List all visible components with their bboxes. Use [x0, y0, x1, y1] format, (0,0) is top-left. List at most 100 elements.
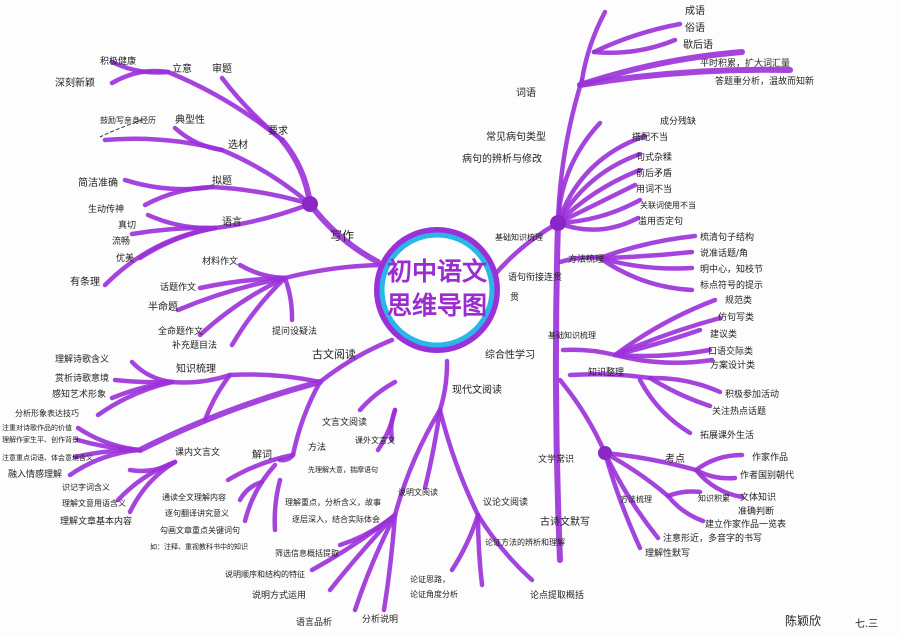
node-basics-types: 知识整理	[588, 366, 624, 378]
node-basics-coherence1: 语句衔接连贯	[508, 271, 562, 283]
node-basics-punct: 标点符号的提示	[700, 279, 763, 291]
branch-line	[555, 215, 641, 232]
node-writing-title: 写作	[330, 229, 354, 243]
branch-line	[597, 249, 695, 261]
node-classical-sentence: 理解文意用语含义	[62, 498, 126, 508]
node-classical-whole: 通读全文理解内容	[162, 492, 226, 502]
node-writing-theme: 立意	[172, 62, 192, 75]
node-modern-methods: 论证方法的辨析和理解	[485, 537, 565, 547]
node-classical-content: 理解文章基本内容	[60, 515, 132, 527]
node-basics-missing: 成分残缺	[660, 115, 696, 127]
node-basics-coherence2: 贯	[510, 292, 519, 303]
branch-line	[209, 184, 313, 207]
branch-line	[597, 255, 695, 271]
branch-line	[137, 379, 323, 453]
branch-line	[557, 377, 608, 456]
branch-line	[142, 184, 215, 208]
branches	[67, 9, 793, 613]
branch-line	[175, 275, 288, 313]
branch-line	[282, 275, 295, 323]
branch-line	[555, 151, 643, 226]
node-basics-accum: 知识积累	[698, 493, 730, 503]
branch-line	[475, 512, 535, 583]
branch-line	[202, 372, 233, 423]
node-classical-technique: 分析形象表达技巧	[15, 408, 79, 418]
node-classical-grasp: 先理解大意，揣摩语句	[308, 465, 378, 474]
node-classical-mark: 勾画文章重点关键词句	[160, 525, 240, 535]
branch-line	[555, 197, 643, 226]
literature-hub	[598, 446, 612, 460]
node-classical-translate: 逐句翻译讲究意义	[165, 508, 229, 518]
branch-line	[612, 297, 718, 358]
node-writing-sincere: 真切	[118, 219, 136, 231]
branch-line	[555, 182, 638, 226]
center-ring-outer	[374, 227, 500, 353]
branch-line	[229, 275, 288, 348]
branch-line	[602, 450, 699, 473]
node-basics-topic: 说准话题/角	[700, 247, 748, 259]
node-modern-title: 现代文阅读	[452, 383, 502, 396]
node-classical-analyze: 理解重点，分析含义，故事	[285, 497, 381, 507]
node-classical-notes: 如：注释、重视教科书中的知识	[150, 542, 248, 551]
node-classical-reading: 文言文阅读	[322, 416, 367, 428]
node-writing-material-essay: 材料作文	[202, 255, 238, 267]
node-writing-topic-essay: 话题作文	[160, 281, 196, 293]
branch-line	[242, 462, 278, 524]
node-basics-imitate: 仿句写类	[718, 311, 754, 323]
node-modern-info: 筛选信息概括提取	[275, 548, 339, 558]
node-signature-name: 陈颖欣	[785, 613, 821, 628]
branch-line	[552, 220, 563, 563]
branch-line	[282, 262, 388, 281]
node-basics-mixed: 句式杂糅	[636, 151, 672, 163]
node-classical-method: 方法	[308, 441, 326, 453]
branch-line	[102, 136, 225, 153]
node-basics-title: 基础知识梳理	[495, 232, 543, 242]
branch-line	[597, 233, 698, 261]
branch-line	[392, 407, 443, 518]
node-basics-country: 作者国别朝代	[740, 469, 794, 481]
branch-line	[591, 21, 683, 55]
branch-line	[555, 167, 643, 226]
node-basics-review: 答题重分析，温故而知新	[715, 75, 814, 87]
branch-line	[169, 372, 233, 385]
branch-line	[212, 201, 313, 231]
branch-line	[381, 512, 398, 613]
node-classical-knowledge: 知识梳理	[176, 362, 216, 375]
node-basics-mismatch: 搭配不当	[632, 131, 668, 143]
node-basics-contradict: 前后矛盾	[636, 167, 672, 179]
node-basics-points: 考点	[665, 453, 685, 465]
branch-line	[357, 379, 398, 413]
branch-line	[197, 275, 288, 338]
branch-line	[647, 375, 713, 409]
node-classical-deepen: 逐层深入，结合实际体会	[292, 514, 380, 524]
branch-line	[489, 220, 561, 281]
node-classical-in-class: 课内文言文	[175, 446, 220, 458]
node-writing-full-title: 全命题作文	[158, 325, 203, 337]
node-writing-question-method: 提问设疑法	[272, 325, 317, 337]
branch-line	[602, 450, 671, 499]
node-classical-keywords: 注意重点词语、体会意境含义	[2, 453, 93, 462]
node-classical-title: 古文阅读	[312, 347, 356, 361]
node-classical-value: 注重对诗歌作品的价值	[2, 423, 72, 432]
node-basics-judge: 准确判断	[738, 505, 774, 517]
node-basics-sick1: 常见病句类型	[486, 130, 546, 143]
node-basics-understand: 理解性默写	[645, 547, 690, 559]
node-modern-thesis: 论点提取概括	[530, 589, 584, 601]
node-modern-order: 说明顺序和结构的特征	[225, 569, 305, 579]
node-modern-ways: 说明方式运用	[252, 589, 306, 601]
node-writing-review: 审题	[212, 62, 232, 75]
branch-line	[647, 375, 723, 395]
branch-line	[102, 225, 218, 288]
branch-line	[637, 377, 693, 436]
branch-line	[693, 467, 745, 500]
branch-line	[227, 372, 323, 385]
branch-line	[389, 407, 398, 443]
branch-line	[577, 66, 793, 88]
node-modern-analysis: 分析说明	[362, 613, 398, 625]
node-classical-art-image: 感知艺术形象	[52, 388, 106, 400]
branch-line	[437, 358, 450, 413]
node-writing-requirements: 要求	[268, 125, 288, 137]
node-writing-fluent: 流畅	[112, 235, 130, 247]
node-basics-works: 作家作品	[752, 451, 788, 463]
branch-line	[272, 477, 283, 533]
